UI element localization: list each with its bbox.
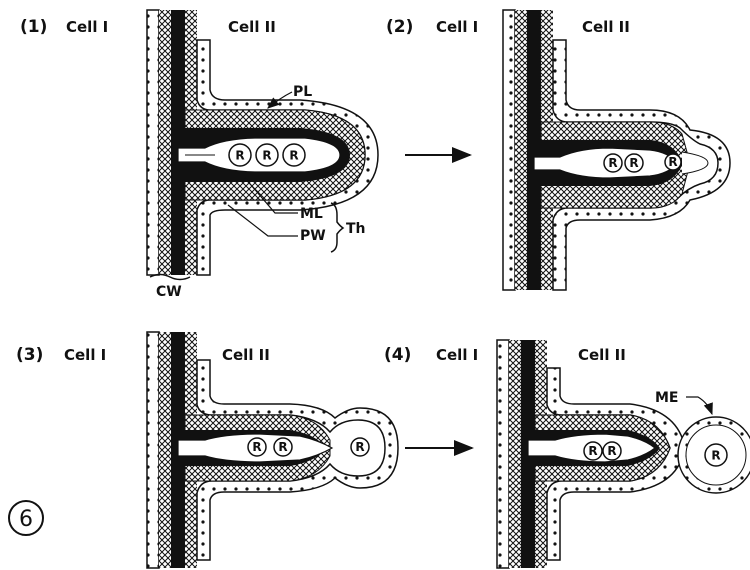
ribosome-r2-label: R: [278, 440, 287, 454]
ribosome-r2-label: R: [262, 149, 271, 163]
ribosome-r2-label: R: [607, 444, 616, 458]
panel-3: (3) Cell I Cell II R R R: [16, 332, 398, 568]
ribosome-r3-label: R: [355, 440, 364, 454]
panel-1-cell-a-label: Cell I: [66, 18, 108, 36]
panel-3-cell-b-label: Cell II: [222, 346, 270, 364]
panel-3-haustorium: [178, 360, 398, 560]
label-cw: CW: [156, 284, 182, 300]
panel-2-cell-a-label: Cell I: [436, 18, 478, 36]
ribosome-r1-label: R: [252, 440, 261, 454]
th-brace: [331, 203, 343, 252]
panel-3-cell-a-label: Cell I: [64, 346, 106, 364]
panel-4-cell-b-label: Cell II: [578, 346, 626, 364]
panel-4: (4) Cell I Cell II R R R ME: [384, 340, 750, 568]
label-pw: PW: [300, 228, 326, 244]
label-pl: PL: [293, 84, 312, 100]
ribosome-free-label: R: [711, 449, 720, 463]
figure-number-badge: 6: [9, 501, 43, 535]
ribosome-r2-label: R: [629, 156, 638, 170]
ribosome-r3-label: R: [289, 149, 298, 163]
panel-4-number: (4): [384, 345, 411, 365]
panel-1-ribosomes: R R R: [229, 144, 305, 166]
label-th: Th: [346, 221, 366, 237]
ribosome-r1-label: R: [608, 156, 617, 170]
panel-2: (2) Cell I Cell II R R R: [386, 10, 730, 290]
panel-4-cell-a-label: Cell I: [436, 346, 478, 364]
label-ml: ML: [300, 206, 323, 222]
panel-2-number: (2): [386, 17, 413, 37]
ribosome-r1-label: R: [588, 444, 597, 458]
panel-2-cell-b-label: Cell II: [582, 18, 630, 36]
panel-1-cell-b-label: Cell II: [228, 18, 276, 36]
ribosome-r3-label: R: [668, 155, 677, 169]
panel-1: (1) Cell I Cell II R R R PL ML: [20, 10, 378, 300]
membrane-enclosed-vesicle: R: [678, 417, 750, 493]
figure-number: 6: [19, 507, 33, 532]
panel-1-number: (1): [20, 17, 47, 37]
me-leader: [686, 397, 712, 414]
ribosome-r1-label: R: [235, 149, 244, 163]
label-me: ME: [655, 390, 679, 406]
panel-3-number: (3): [16, 345, 43, 365]
